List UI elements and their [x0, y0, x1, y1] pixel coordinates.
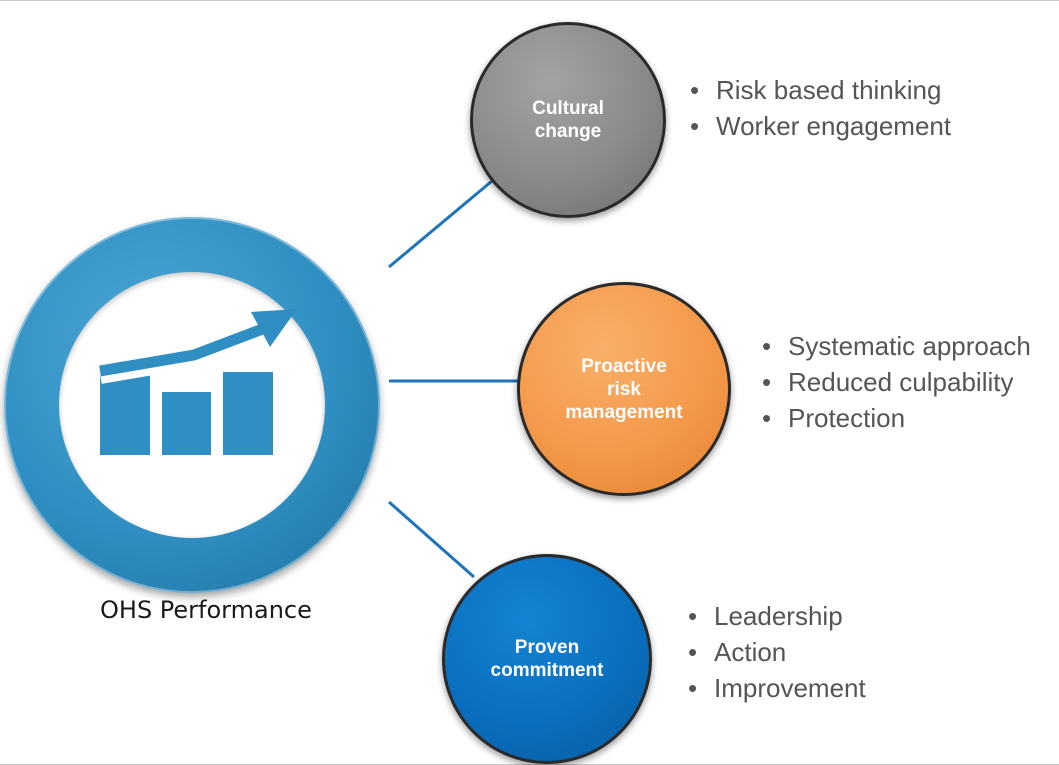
bullet-item: Risk based thinking [690, 72, 951, 108]
node-proven-commitment: Proven commitment [442, 554, 652, 764]
bullet-list-proven: Leadership Action Improvement [688, 598, 866, 706]
connector-proven [388, 500, 475, 579]
chart-bar-1 [100, 374, 150, 455]
node-label: Cultural change [532, 98, 604, 142]
node-label: Proven commitment [490, 637, 604, 681]
bullet-list-cultural: Risk based thinking Worker engagement [690, 72, 951, 144]
bullet-item: Leadership [688, 598, 866, 634]
growth-chart-icon [98, 309, 297, 455]
chart-bar-3 [223, 372, 273, 455]
connector-cultural [388, 179, 493, 269]
bullet-item: Action [688, 634, 866, 670]
bullet-item: Systematic approach [762, 328, 1031, 364]
chart-bar-2 [162, 392, 211, 455]
bullet-item: Worker engagement [690, 108, 951, 144]
bullet-item: Protection [762, 400, 1031, 436]
bullet-item: Improvement [688, 670, 866, 706]
bullet-list-proactive: Systematic approach Reduced culpability … [762, 328, 1031, 436]
bullet-item: Reduced culpability [762, 364, 1031, 400]
node-proactive-risk-management: Proactive risk management [517, 282, 731, 496]
hub-label: OHS Performance [100, 596, 312, 624]
node-label: Proactive risk management [565, 355, 683, 423]
ohs-performance-hub [4, 217, 380, 593]
node-cultural-change: Cultural change [470, 22, 666, 218]
trend-arrow-head [251, 309, 297, 347]
trend-arrow-shaft [99, 321, 270, 377]
